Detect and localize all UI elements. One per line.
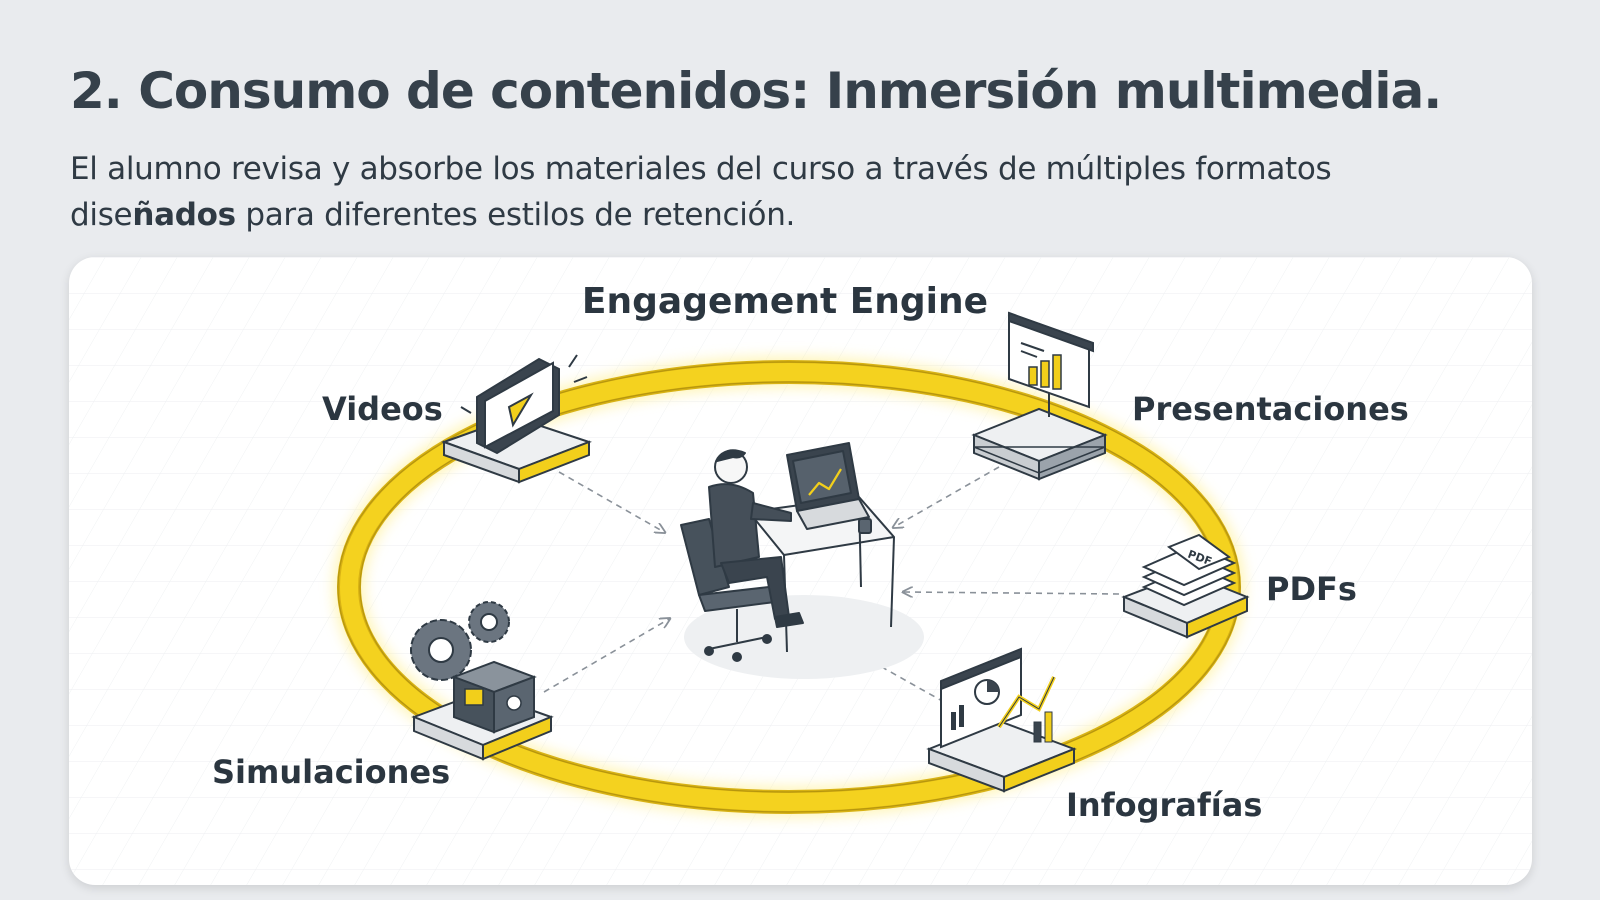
simulaciones-node[interactable] xyxy=(410,601,554,761)
arrow-videos xyxy=(558,471,664,532)
pdfs-node[interactable]: PDF xyxy=(1121,533,1250,639)
gears-cube-icon xyxy=(410,601,537,734)
video-play-icon xyxy=(460,354,588,455)
subtitle-text-post: para diferentes estilos de retención. xyxy=(235,197,796,233)
flow-arrows xyxy=(543,466,1120,703)
presentaciones-node[interactable] xyxy=(971,311,1108,481)
arrow-infografias xyxy=(864,657,945,703)
slide-title: 2. Consumo de contenidos: Inmersión mult… xyxy=(70,62,1442,120)
subtitle-text-pre: El alumno revisa y absorbe los materiale… xyxy=(70,151,1332,233)
presentation-board-icon xyxy=(1008,311,1094,417)
node-label-pdfs: PDFs xyxy=(1266,570,1357,608)
engagement-diagram: Videos Presentaciones xyxy=(69,257,1532,885)
arrow-presentaciones xyxy=(894,466,1000,527)
node-label-infografias: Infografías xyxy=(1066,786,1262,824)
node-label-simulaciones: Simulaciones xyxy=(212,753,450,791)
arrow-simulaciones xyxy=(543,619,669,693)
arrow-pdfs xyxy=(904,592,1120,594)
node-label-presentaciones: Presentaciones xyxy=(1132,390,1409,428)
engine-title: Engagement Engine xyxy=(582,281,988,322)
node-label-videos: Videos xyxy=(322,390,443,428)
videos-node[interactable] xyxy=(441,354,592,484)
diagram-card: Videos Presentaciones xyxy=(69,257,1532,885)
infographic-icon xyxy=(940,647,1056,749)
infografias-node[interactable] xyxy=(926,647,1077,793)
subtitle-text-bold: ñados xyxy=(132,197,236,233)
pdf-stack-icon: PDF xyxy=(1141,533,1237,607)
slide-subtitle: El alumno revisa y absorbe los materiale… xyxy=(70,146,1490,238)
student-at-desk-icon xyxy=(680,442,924,679)
